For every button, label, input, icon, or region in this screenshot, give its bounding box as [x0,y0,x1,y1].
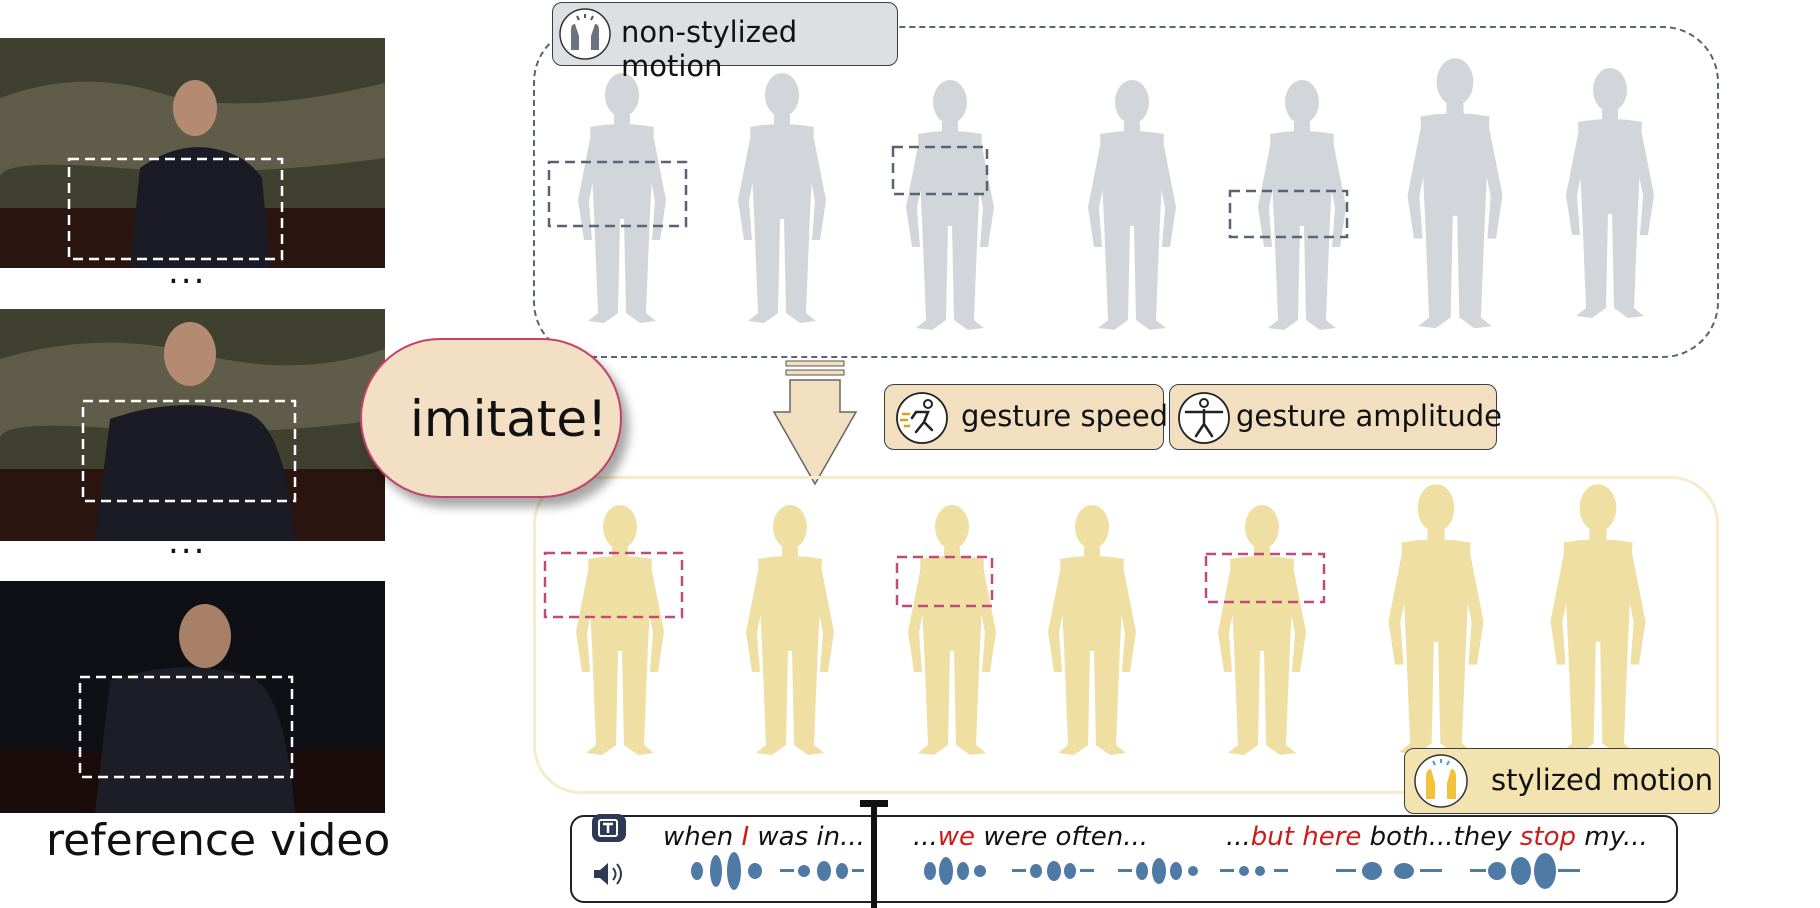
imitate-bubble: imitate! [360,338,622,498]
pink-focus-box-3 [1204,552,1326,604]
transcript-1-after: was in... [749,822,865,852]
reference-video-caption: reference video [46,815,391,866]
gesture-speed-tag: gesture speed [884,384,1168,450]
grey-focus-box-1 [547,160,688,228]
non-stylized-motion-text: non-stylized motion [621,15,798,83]
gesture-amplitude-text: gesture amplitude [1236,399,1502,433]
non-stylized-motion-box [533,26,1719,358]
video-frame-2 [0,309,385,541]
transcript-3-highlight-1: but here [1250,822,1362,852]
running-speed-icon [896,392,948,444]
transcript-1-highlight: I [741,822,750,852]
transcript-3-middle: both...they [1361,822,1520,852]
stylized-motion-label: stylized motion [1404,748,1720,814]
grey-focus-box-2 [891,145,989,196]
ellipsis-1: ... [168,252,207,292]
transcript-segment-2: ...we were often... [913,822,1148,852]
speaker-icon [594,863,622,885]
non-stylized-focus-boxes [547,145,1349,239]
transcript-segment-3: ...but here both...they stop my... [1226,822,1648,852]
stylized-focus-boxes [543,551,1326,619]
pink-focus-box-1 [543,551,684,619]
transcript-1-before: when [663,822,742,852]
imitate-text: imitate! [410,390,608,448]
hands-raised-icon [559,8,611,60]
non-stylized-motion-label: non-stylized motion [552,2,898,83]
video-frame-2-image [0,309,385,541]
gesture-amplitude-tag: gesture amplitude [1169,384,1502,450]
speech-panel [570,815,1678,903]
playhead-cursor[interactable] [871,800,877,908]
down-arrow-icon [772,360,858,486]
video-frame-1-image [0,38,385,268]
transcript-segment-1: when I was in... [663,822,865,852]
transcript-3-before: ... [1226,822,1251,852]
video-frame-3-image [0,581,385,813]
stylized-motion-box [533,476,1719,794]
pink-focus-box-2 [895,555,994,608]
text-icon [592,814,626,842]
transcript-2-highlight: we [937,822,976,852]
transcript-2-after: were often... [975,822,1149,852]
stylized-motion-text: stylized motion [1491,763,1713,797]
gesture-speed-text: gesture speed [961,399,1169,433]
video-frame-3 [0,581,385,813]
transcript-3-highlight-2: stop [1519,822,1577,852]
video-frame-1 [0,38,385,268]
hands-raised-icon [1414,754,1468,808]
ellipsis-2: ... [168,522,207,562]
transcript-2-before: ... [913,822,938,852]
transcript-3-after: my... [1576,822,1648,852]
arms-spread-amplitude-icon [1178,392,1230,444]
